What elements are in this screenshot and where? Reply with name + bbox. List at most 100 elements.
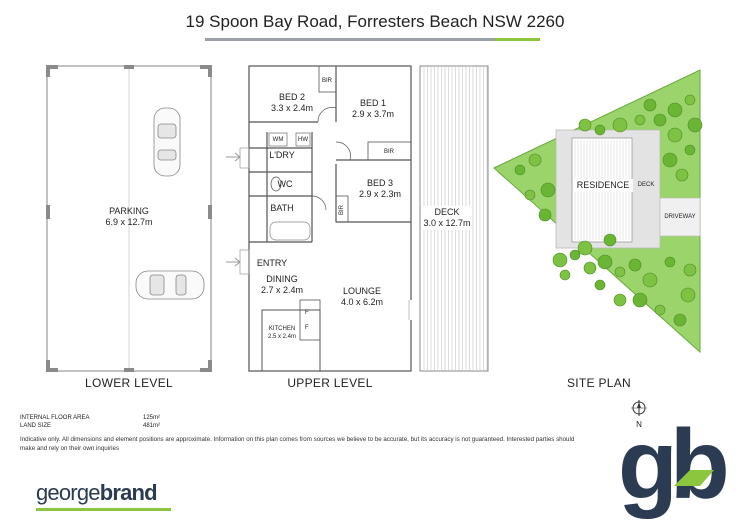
tree-icon — [667, 127, 683, 143]
tree-icon — [684, 94, 696, 106]
lounge-name: LOUNGE — [342, 286, 381, 296]
tree-icon — [597, 254, 613, 270]
tree-icon — [603, 233, 617, 247]
driveway-label: DRIVEWAY — [664, 214, 696, 220]
brand-wordmark: georgebrand — [36, 480, 158, 506]
lower-level-plan — [46, 65, 212, 372]
bed2-label: BED 2 3.3 x 2.4m — [271, 92, 313, 114]
brand-part1: george — [36, 480, 100, 505]
brand-part2: brand — [99, 480, 158, 505]
bed2-size: 3.3 x 2.4m — [270, 103, 314, 113]
tree-icon — [612, 117, 628, 133]
tree-icon — [514, 164, 526, 176]
header-rule — [205, 38, 495, 41]
tree-icon — [524, 189, 536, 201]
kitchen-name: KITCHEN — [268, 326, 296, 332]
bir-label: BIR — [339, 204, 345, 216]
kitchen-label: KITCHEN 2.5 x 2.4m — [268, 325, 296, 341]
tree-icon — [628, 258, 642, 272]
tree-icon — [642, 272, 658, 288]
bed1-name: BED 1 — [359, 98, 386, 108]
internal-area-row: INTERNAL FLOOR AREA 125m² — [20, 414, 160, 422]
wc-label: WC — [277, 179, 293, 189]
internal-area-label: INTERNAL FLOOR AREA — [20, 415, 90, 421]
tree-icon — [634, 114, 646, 126]
hw-label: HW — [298, 137, 308, 143]
parking-size: 6.9 x 12.7m — [105, 217, 153, 227]
tree-icon — [577, 240, 593, 256]
tree-icon — [667, 102, 683, 118]
land-size-value: 481m² — [142, 423, 160, 429]
deck-label: DECK 3.0 x 12.7m — [421, 206, 473, 230]
site-deck-label: DECK — [637, 182, 655, 188]
tree-icon — [662, 152, 678, 168]
dining-name: DINING — [266, 274, 298, 284]
tree-icon — [614, 266, 626, 278]
laundry-label: L'DRY — [269, 150, 295, 160]
tree-icon — [540, 182, 556, 198]
tree-icon — [528, 153, 542, 167]
svg-text:gb: gb — [618, 409, 726, 519]
tree-icon — [578, 118, 592, 132]
internal-area-value: 125m² — [142, 415, 160, 421]
bed3-size: 2.9 x 2.3m — [358, 189, 402, 199]
tree-icon — [594, 279, 606, 291]
tree-icon — [594, 124, 606, 136]
tree-icon — [632, 292, 648, 308]
fridge-label: F — [305, 325, 309, 331]
tree-icon — [569, 249, 581, 261]
lounge-label: LOUNGE 4.0 x 6.2m — [341, 286, 383, 308]
bed2-name: BED 2 — [278, 92, 305, 102]
brand-rule — [36, 508, 171, 511]
property-address: 19 Spoon Bay Road, Forresters Beach NSW … — [185, 12, 565, 31]
upper-level-label: UPPER LEVEL — [287, 376, 373, 390]
bed3-name: BED 3 — [366, 178, 393, 188]
tree-icon — [653, 113, 667, 127]
bed1-size: 2.9 x 3.7m — [351, 109, 395, 119]
deck-plan — [419, 65, 489, 372]
bir-label: BIR — [321, 78, 333, 84]
deck-name: DECK — [434, 207, 460, 217]
tree-icon — [552, 252, 568, 268]
tree-icon — [673, 313, 687, 327]
header-rule-accent — [495, 38, 540, 41]
kitchen-size: 2.5 x 2.4m — [267, 334, 297, 340]
upper-level-plan — [226, 65, 413, 372]
bir-label: BIR — [383, 149, 395, 155]
site-plan — [493, 69, 703, 416]
tree-icon — [643, 98, 657, 112]
car-icon — [153, 107, 181, 177]
dining-size: 2.7 x 2.4m — [260, 285, 304, 295]
tree-icon — [687, 117, 703, 133]
tree-icon — [680, 287, 696, 303]
site-plan-label: SITE PLAN — [566, 376, 632, 390]
parking-name: PARKING — [109, 206, 149, 216]
lower-level-label: LOWER LEVEL — [85, 376, 173, 390]
tree-icon — [538, 208, 552, 222]
tree-icon — [583, 261, 597, 275]
tree-icon — [613, 293, 627, 307]
dining-label: DINING 2.7 x 2.4m — [261, 274, 303, 296]
north-label: N — [636, 420, 642, 429]
tree-icon — [683, 263, 697, 277]
tree-icon — [664, 256, 676, 268]
car-icon — [135, 270, 205, 300]
land-size-label: LAND SIZE — [20, 423, 52, 429]
tree-icon — [675, 168, 689, 182]
wm-label: WM — [272, 137, 284, 143]
bed1-label: BED 1 2.9 x 3.7m — [352, 98, 394, 120]
tree-icon — [654, 304, 666, 316]
tree-icon — [559, 269, 571, 281]
deck-size: 3.0 x 12.7m — [423, 218, 471, 228]
parking-label: PARKING 6.9 x 12.7m — [105, 206, 152, 228]
gb-logo-icon: gb — [618, 409, 734, 519]
north-arrow-icon — [631, 400, 647, 416]
residence-label: RESIDENCE — [573, 179, 633, 192]
area-stats: INTERNAL FLOOR AREA 125m² LAND SIZE 481m… — [20, 414, 160, 430]
bed3-label: BED 3 2.9 x 2.3m — [359, 178, 401, 200]
land-size-row: LAND SIZE 481m² — [20, 422, 160, 430]
entry-label: ENTRY — [256, 258, 288, 268]
lounge-size: 4.0 x 6.2m — [340, 297, 384, 307]
bath-label: BATH — [270, 203, 294, 213]
tree-icon — [684, 144, 696, 156]
